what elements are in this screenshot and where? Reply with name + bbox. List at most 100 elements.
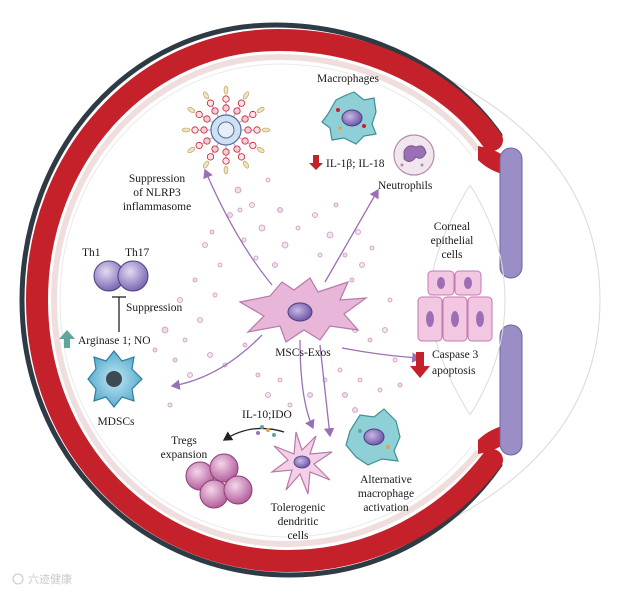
exosome-dot — [337, 367, 343, 373]
nlrp3-tip — [256, 147, 265, 153]
nlrp3-bead — [249, 141, 257, 150]
nlrp3-bead — [206, 153, 215, 161]
il10-dots — [256, 425, 276, 437]
exosome-dot — [272, 262, 278, 268]
exosome-dot — [387, 297, 393, 303]
th17-label: Th17 — [125, 247, 150, 259]
alt-macrophage-label-1: Alternative — [360, 474, 412, 486]
nlrp3-bead — [241, 137, 249, 145]
exosome-dot — [202, 242, 208, 248]
nlrp3-tip — [223, 165, 229, 175]
il10-label: IL-10;IDO — [242, 409, 292, 421]
il-down-arrow — [309, 155, 323, 170]
exosome-dot — [167, 402, 173, 408]
nlrp3-bead — [253, 126, 261, 134]
exosome-dot — [209, 229, 215, 235]
arrow-to-nlrp3 — [203, 168, 273, 286]
exosome-dot — [342, 252, 348, 258]
tregs-cells — [185, 453, 253, 509]
nlrp3-tip — [223, 85, 229, 95]
tolerogenic-label-3: cells — [287, 530, 309, 542]
exosome-dot — [369, 245, 375, 251]
nlrp3-bead — [211, 107, 219, 115]
exosome-dot — [249, 202, 255, 208]
corneal-label-2: epithelial — [431, 235, 474, 247]
exosome-dot — [242, 342, 248, 348]
neutrophil-cell — [393, 134, 435, 176]
nlrp3-bead — [222, 157, 230, 165]
exosome-dot — [241, 237, 247, 243]
arrow-to-alt-macrophage — [319, 344, 335, 438]
lens-bottom — [499, 324, 523, 456]
exosome-dot — [342, 392, 348, 398]
exosome-dot — [382, 327, 388, 333]
nlrp3-bead — [203, 115, 211, 123]
exosome-dot — [234, 186, 242, 194]
macrophages-label: Macrophages — [317, 73, 379, 85]
nlrp3-bead — [244, 126, 252, 134]
exosome-dot — [197, 317, 203, 323]
exosome-dot — [217, 262, 223, 268]
nlrp3-inflammasome — [181, 85, 271, 175]
nlrp3-tip — [187, 147, 196, 153]
alt-macrophage-cell — [345, 408, 401, 466]
retina-inner — [59, 63, 473, 538]
nlrp3-label-3: inflammasome — [123, 201, 191, 213]
exosome-dot — [177, 297, 183, 303]
alt-macrophage-label-3: activation — [363, 502, 409, 514]
nlrp3-bead — [237, 153, 246, 161]
corneal-label-1: Corneal — [434, 221, 470, 233]
sclera-outer-rim — [19, 22, 503, 578]
exosome-dot — [392, 357, 398, 363]
exosome-dot — [207, 352, 213, 358]
nlrp3-bead — [203, 137, 211, 145]
arginase-up-arrow — [59, 330, 75, 348]
nlrp3-bead — [191, 126, 199, 134]
nlrp3-tip — [181, 127, 191, 133]
watermark-text: 六迹健康 — [28, 572, 72, 586]
exosome-dot — [377, 387, 383, 393]
caspase-label: Caspase 3 — [432, 349, 479, 361]
exosome-dot — [147, 307, 153, 313]
nlrp3-bead — [200, 126, 208, 134]
cornea-outline — [429, 69, 601, 531]
nlrp3-bead — [222, 148, 230, 156]
exosome-dot — [333, 202, 339, 208]
choroid-band — [25, 28, 503, 573]
nlrp3-bead — [233, 145, 241, 153]
tolerogenic-label-1: Tolerogenic — [271, 502, 326, 514]
exosome-dot — [397, 382, 403, 388]
nlrp3-bead — [233, 107, 241, 115]
mdsc-cell — [87, 350, 143, 408]
tregs-label-1: Tregs — [171, 435, 197, 447]
arrows — [170, 168, 422, 438]
nlrp3-label-2: of NLRP3 — [133, 187, 181, 199]
retina-line — [50, 53, 481, 548]
exosome-dot — [317, 252, 323, 258]
exosome-dot — [227, 212, 233, 218]
arrow-to-corneal — [341, 347, 422, 363]
exosome-dot — [152, 347, 158, 353]
nlrp3-bead — [222, 104, 230, 112]
suppression-label: Suppression — [126, 302, 182, 314]
nlrp3-tip — [203, 91, 209, 100]
il-label: IL-1β; IL-18 — [326, 158, 385, 170]
th17-cell — [117, 260, 149, 292]
nlrp3-bead — [241, 115, 249, 123]
exosome-dot — [255, 372, 261, 378]
arrow-to-dendritic — [299, 339, 315, 430]
nlrp3-bead — [195, 110, 203, 119]
exosome-dot — [187, 372, 193, 378]
dendritic-cell — [269, 431, 333, 495]
exosome-dot — [349, 277, 355, 283]
nlrp3-bead — [206, 99, 215, 107]
nlrp3-bead — [249, 110, 257, 119]
exosome-dot — [357, 377, 363, 383]
nlrp3-tip — [203, 160, 209, 169]
exosome-dot — [265, 392, 271, 398]
nlrp3-bead — [222, 95, 230, 103]
alt-macrophage-label-2: macrophage — [358, 488, 414, 500]
tolerogenic-label-2: dendritic — [278, 516, 319, 528]
th1-label: Th1 — [82, 247, 101, 259]
tregs-label-2: expansion — [161, 449, 208, 461]
